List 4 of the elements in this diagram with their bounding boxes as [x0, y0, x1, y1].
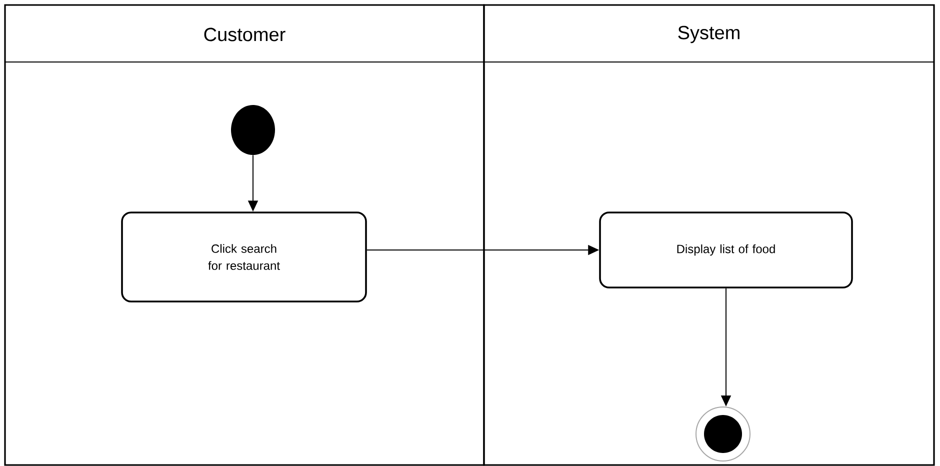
initial-node: [231, 105, 275, 155]
final-node: [696, 406, 750, 462]
action-box: Click search for restaurant: [121, 212, 367, 302]
action-box: Display list of food: [599, 212, 853, 288]
